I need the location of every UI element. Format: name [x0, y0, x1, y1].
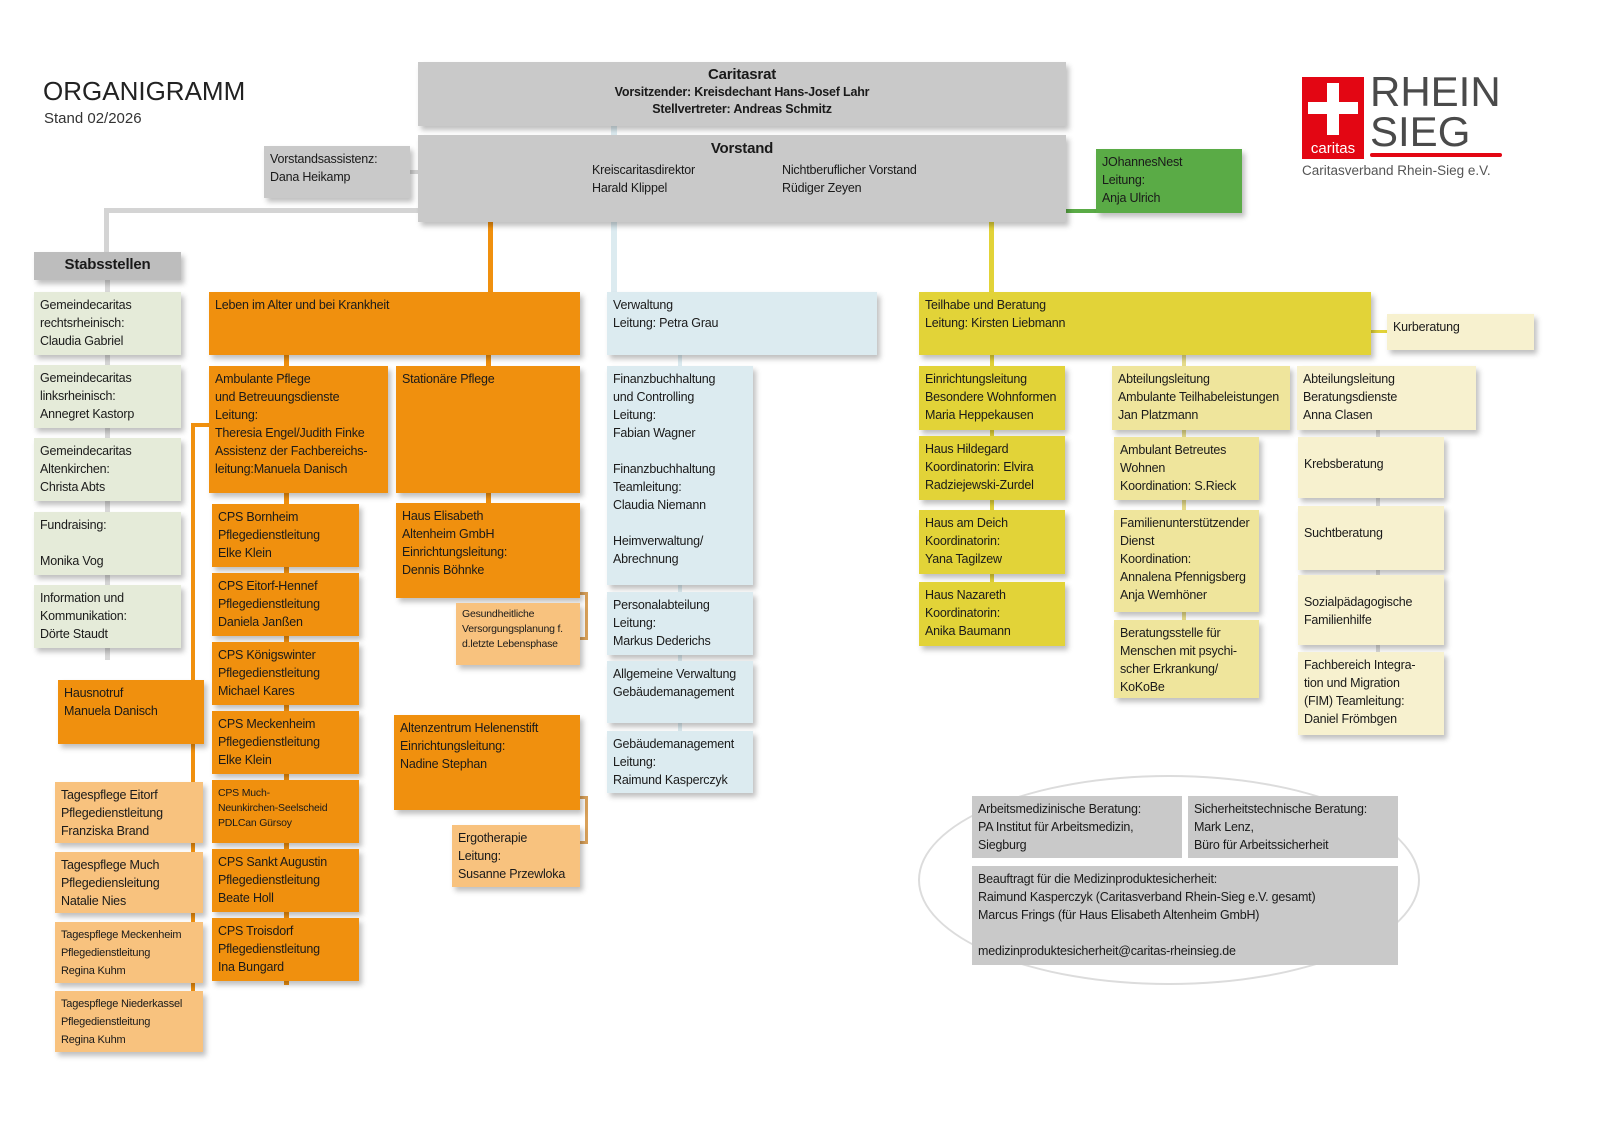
- connector: [488, 222, 493, 294]
- stabsstelle-item: Gemeindecaritas linksrheinisch: Annegret…: [34, 365, 181, 428]
- ambulant-item-box: Familienunterstützender Dienst Koordinat…: [1114, 510, 1259, 612]
- cps-box: CPS Meckenheim Pflegedienstleitung Elke …: [212, 711, 359, 774]
- caritasrat-chair: Vorsitzender: Kreisdechant Hans-Josef La…: [614, 85, 870, 99]
- medizinproduktesicherheit-box: Beauftragt für die Medizinproduktesicher…: [972, 866, 1398, 965]
- connector: [410, 170, 420, 174]
- stabsstelle-item: Gemeindecaritas Altenkirchen: Christa Ab…: [34, 438, 181, 501]
- tagespflege-box: Tagespflege Meckenheim Pflegedienstleitu…: [55, 922, 203, 983]
- ambulante-teilhabe-box: Abteilungsleitung Ambulante Teilhabeleis…: [1112, 366, 1290, 430]
- beratung-item-box: Krebsberatung: [1298, 437, 1444, 498]
- sicherheitstechnik-box: Sicherheitstechnische Beratung: Mark Len…: [1188, 796, 1398, 858]
- connector: [191, 423, 211, 427]
- connector: [1066, 209, 1098, 213]
- connector: [989, 222, 994, 294]
- caritasrat-deputy: Stellvertreter: Andreas Schmitz: [652, 102, 832, 116]
- johannesnest-box: JOhannesNest Leitung: Anja Ulrich: [1096, 149, 1242, 213]
- vorstand-title: Vorstand: [710, 140, 774, 157]
- tagespflege-box: Tagespflege Niederkassel Pflegedienstlei…: [55, 991, 203, 1052]
- hausnotruf-box: Hausnotruf Manuela Danisch: [58, 680, 204, 744]
- page-title: ORGANIGRAMM: [43, 76, 246, 106]
- helenenstift-box: Altenzentrum Helenenstift Einrichtungsle…: [394, 715, 580, 810]
- stabsstelle-item: Fundraising: Monika Vog: [34, 512, 181, 575]
- finanzbuchhaltung-box: Finanzbuchhaltung und Controlling Leitun…: [607, 366, 753, 585]
- haus-elisabeth-box: Haus Elisabeth Altenheim GmbH Einrichtun…: [396, 503, 580, 598]
- cps-box: CPS Eitorf-Hennef Pflegedienstleitung Da…: [212, 573, 359, 636]
- cps-box: CPS Sankt Augustin Pflegedienstleitung B…: [212, 849, 359, 912]
- stabsstelle-item: Information und Kommunikation: Dörte Sta…: [34, 585, 181, 648]
- stationaere-pflege-box: Stationäre Pflege: [396, 366, 580, 493]
- ergotherapie-box: Ergotherapie Leitung: Susanne Przewloka: [452, 825, 580, 887]
- cps-box: CPS Bornheim Pflegedienstleitung Elke Kl…: [212, 504, 359, 567]
- cps-box: CPS Much- Neunkirchen-Seelscheid PDLCan …: [212, 780, 359, 843]
- gebaeudemanagement-box: Gebäudemanagement Leitung: Raimund Kaspe…: [607, 731, 753, 793]
- vorstand-kreiscaritasdirektor: Kreiscaritasdirektor Harald Klippel: [592, 163, 695, 195]
- connector: [104, 208, 420, 213]
- beratung-item-box: Suchtberatung: [1298, 506, 1444, 570]
- connector: [580, 796, 588, 844]
- haus-box: Haus Hildegard Koordinatorin: Elvira Rad…: [919, 436, 1065, 500]
- connector: [104, 208, 109, 254]
- beratung-item-box: Sozialpädagogische Familienhilfe: [1298, 575, 1444, 645]
- ambulant-item-box: Ambulant Betreutes Wohnen Koordination: …: [1114, 437, 1259, 500]
- teilhabe-box: Teilhabe und Beratung Leitung: Kirsten L…: [919, 292, 1371, 355]
- stabsstelle-item: Gemeindecaritas rechtsrheinisch: Claudia…: [34, 292, 181, 355]
- tagespflege-box: Tagespflege Much Pflegediensleitung Nata…: [55, 852, 203, 913]
- einrichtungsleitung-box: Einrichtungsleitung Besondere Wohnformen…: [919, 366, 1065, 430]
- personalabteilung-box: Personalabteilung Leitung: Markus Dederi…: [607, 592, 753, 655]
- leben-im-alter-box: Leben im Alter und bei Krankheit: [209, 292, 580, 355]
- beratung-item-box: Fachbereich Integra- tion und Migration …: [1298, 652, 1444, 735]
- page-subtitle: Stand 02/2026: [44, 110, 142, 127]
- verwaltung-box: Verwaltung Leitung: Petra Grau: [607, 292, 877, 355]
- stabsstellen-header: Stabsstellen: [34, 252, 181, 280]
- connector: [1370, 330, 1388, 333]
- vorstand-nichtberuflich: Nichtberuflicher Vorstand Rüdiger Zeyen: [782, 163, 917, 195]
- cps-box: CPS Königswinter Pflegedienstleitung Mic…: [212, 642, 359, 705]
- versorgungsplanung-box: Gesundheitliche Versorgungsplanung f. d.…: [456, 603, 580, 665]
- allgemeine-verwaltung-box: Allgemeine Verwaltung Gebäudemanagement: [607, 661, 753, 723]
- beratungsdienste-box: Abteilungsleitung Beratungsdienste Anna …: [1297, 366, 1476, 430]
- haus-box: Haus Nazareth Koordinatorin: Anika Bauma…: [919, 582, 1065, 646]
- vorstandsassistenz-box: Vorstandsassistenz: Dana Heikamp: [264, 146, 410, 198]
- extern-ellipse: [918, 775, 1420, 985]
- ambulant-item-box: Beratungsstelle für Menschen mit psychi-…: [1114, 620, 1259, 698]
- connector: [580, 592, 588, 640]
- caritas-logo: caritas RHEIN SIEG Caritasverband Rhein-…: [1302, 68, 1502, 178]
- caritas-cross-icon: caritas: [1302, 77, 1364, 159]
- kurberatung-box: Kurberatung: [1387, 314, 1534, 350]
- tagespflege-box: Tagespflege Eitorf Pflegedienstleitung F…: [55, 782, 203, 843]
- ambulante-pflege-box: Ambulante Pflege und Betreuungsdienste L…: [209, 366, 388, 493]
- cps-box: CPS Troisdorf Pflegedienstleitung Ina Bu…: [212, 918, 359, 981]
- arbeitsmedizin-box: Arbeitsmedizinische Beratung: PA Institu…: [972, 796, 1182, 858]
- haus-box: Haus am Deich Koordinatorin: Yana Tagilz…: [919, 510, 1065, 574]
- caritasrat-title: Caritasrat: [707, 66, 777, 83]
- connector: [990, 355, 994, 645]
